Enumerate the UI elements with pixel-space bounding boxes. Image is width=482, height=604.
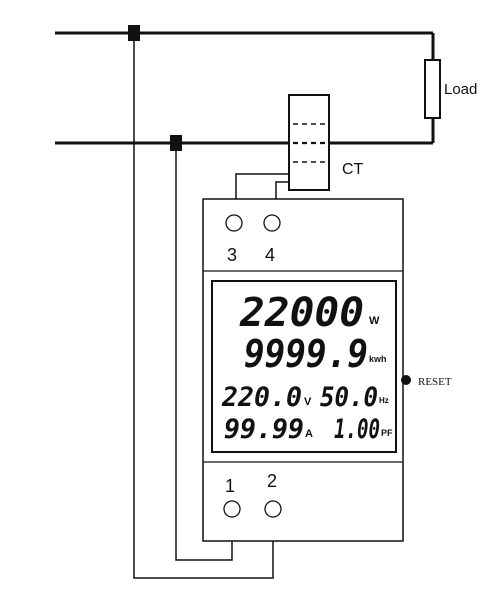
frequency-reading: 50.0 (320, 382, 378, 413)
terminal-1 (223, 500, 241, 518)
current-reading: 99.99 (224, 414, 304, 445)
voltage-reading: 220.0 (221, 382, 302, 413)
power-unit: W (369, 315, 380, 327)
terminal-2 (264, 500, 282, 518)
voltage-wires (133, 41, 274, 579)
power-reading: 22000 (239, 290, 364, 336)
ct-label: CT (342, 161, 364, 178)
energy-meter: 3 4 1 2 22000 W 9999.9 kwh 220.0 V 50.0 … (202, 198, 404, 542)
energy-unit: kwh (369, 354, 387, 364)
terminal-1-label: 1 (225, 476, 235, 496)
current-unit: A (305, 428, 313, 440)
reset-label: RESET (418, 376, 452, 388)
junction-top (128, 25, 140, 41)
energy-reading: 9999.9 (244, 332, 368, 376)
terminal-3-label: 3 (227, 245, 237, 265)
ct-wires (235, 173, 289, 199)
terminal-4-label: 4 (265, 245, 275, 265)
power-factor-unit: PF (381, 428, 393, 438)
terminal-4 (263, 214, 281, 232)
wire-to-terminal-2 (133, 41, 274, 579)
junction-bottom (170, 135, 182, 151)
terminal-2-label: 2 (267, 471, 277, 491)
voltage-unit: V (304, 396, 312, 408)
current-transformer: CT (288, 94, 364, 191)
ct-wire-to-terminal-3 (235, 173, 289, 199)
power-factor-reading: 1.00 (334, 414, 380, 445)
frequency-unit: Hz (379, 396, 389, 405)
ct-wire-to-terminal-4 (275, 181, 289, 199)
wire-to-terminal-1 (175, 151, 233, 561)
load-label: Load (444, 81, 477, 98)
load-resistor (424, 59, 441, 119)
reset-button[interactable] (401, 375, 411, 385)
main-wiring (55, 31, 435, 145)
terminal-3 (225, 214, 243, 232)
lcd-display (211, 280, 397, 453)
